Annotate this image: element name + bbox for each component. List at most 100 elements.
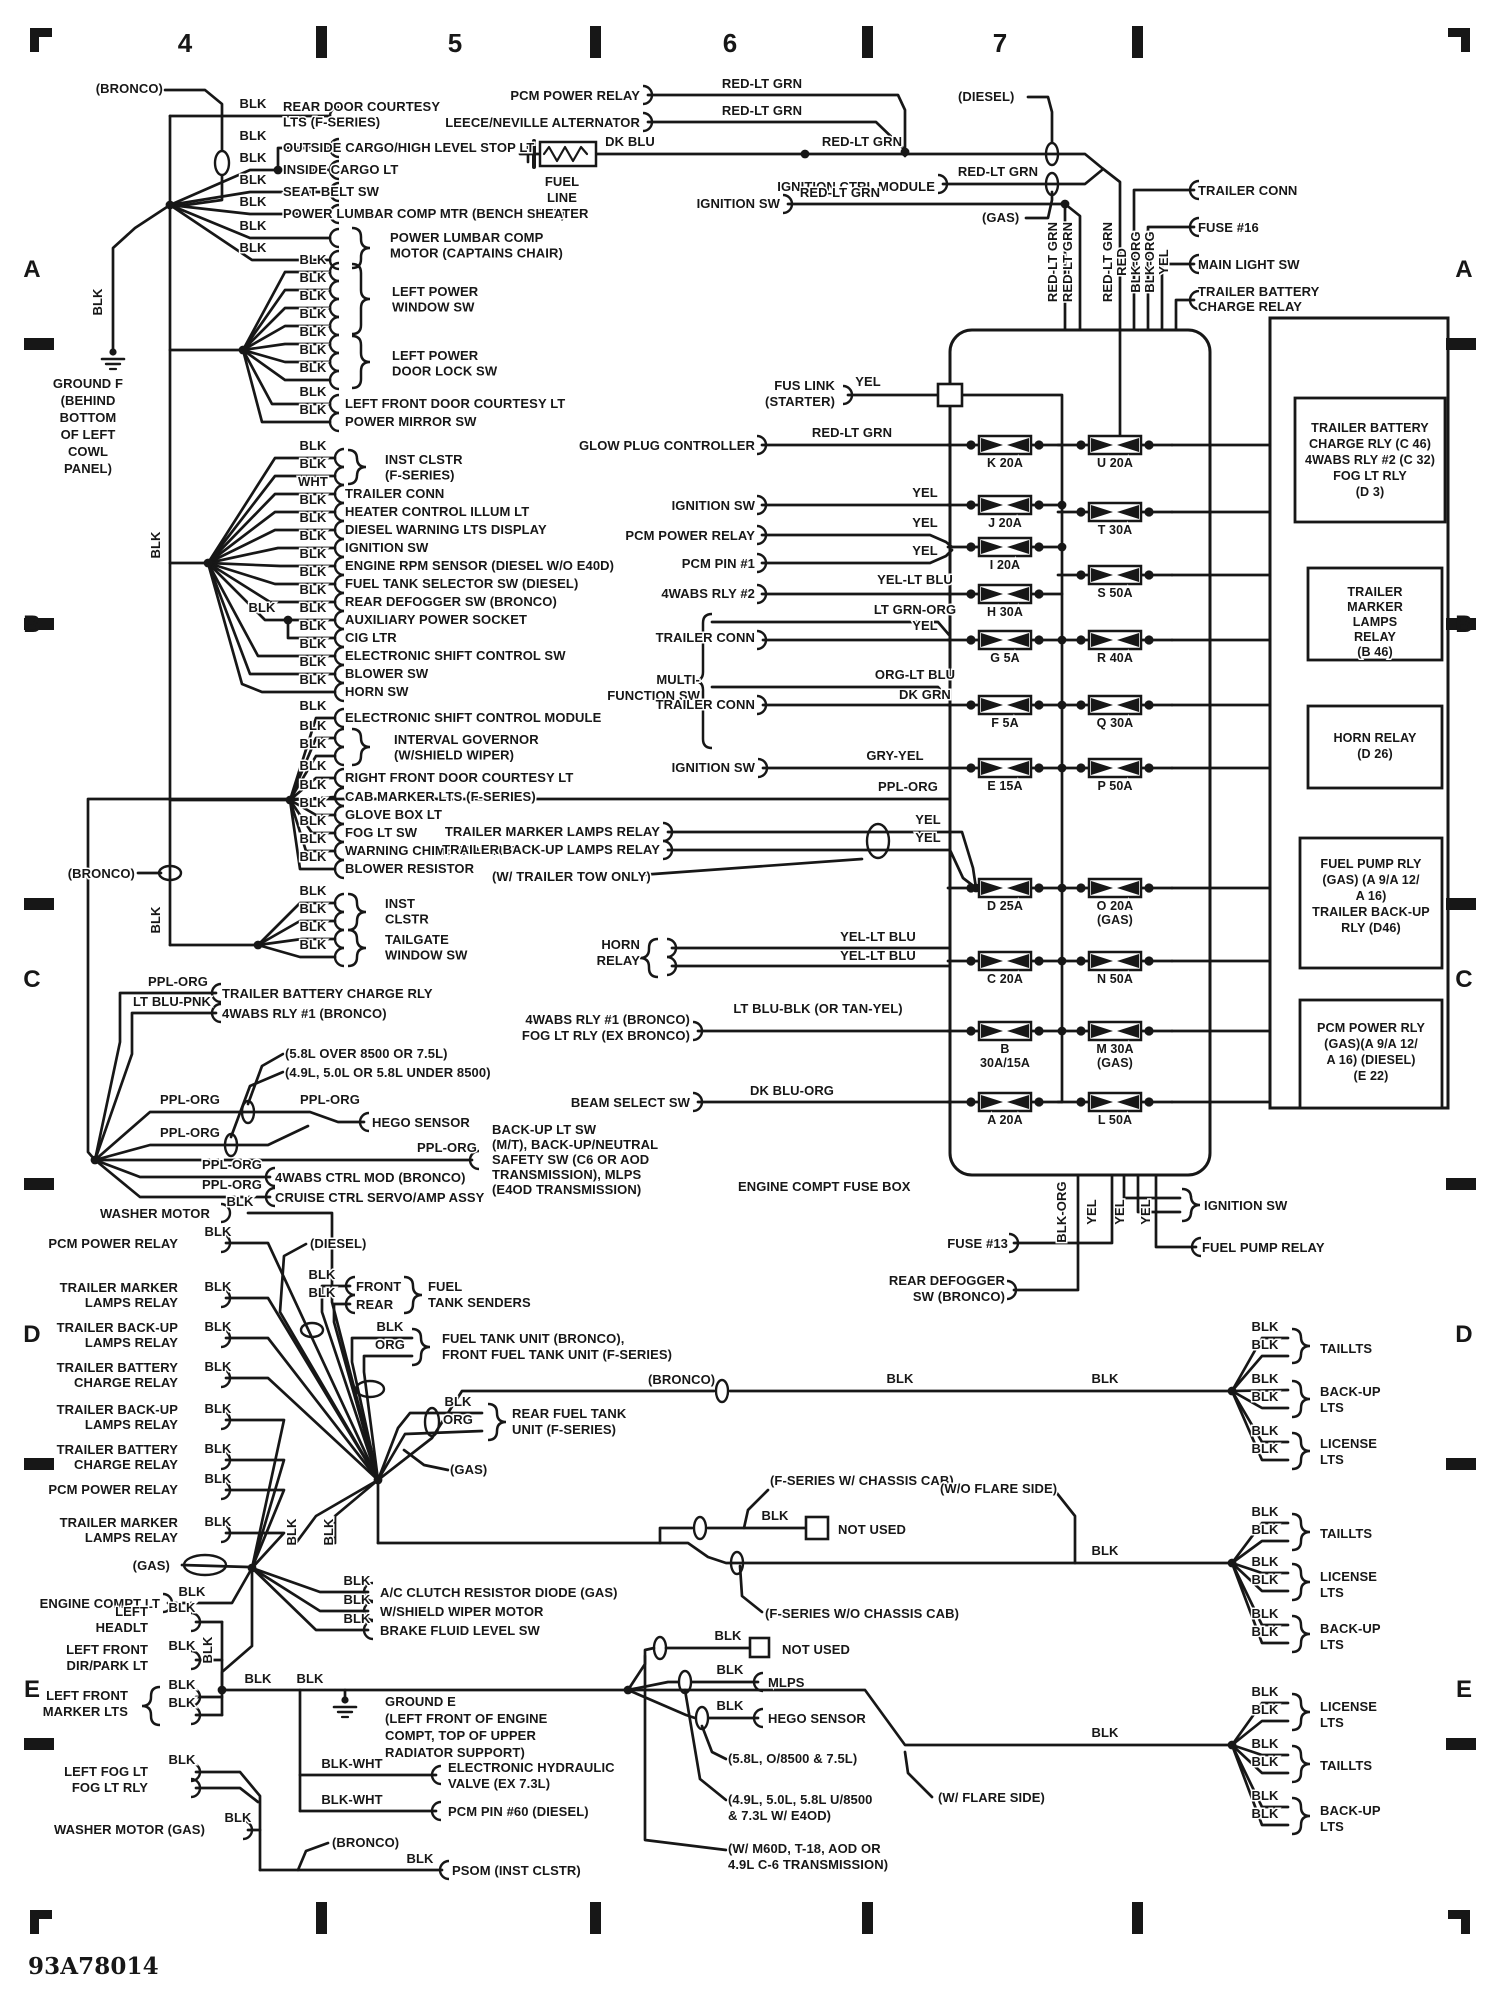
grid-column-number: 5 [448, 28, 463, 58]
fuse-label: E 15A [987, 779, 1022, 793]
junction-dot [90, 1155, 100, 1165]
wire-color-label: BLK [168, 1600, 196, 1615]
wire [1154, 1173, 1198, 1249]
wire-color-label: BLK [299, 342, 327, 357]
wire [1230, 1521, 1290, 1565]
wire-color-label: BLK [239, 96, 267, 111]
component-label: A/C CLUTCH RESISTOR DIODE (GAS) [380, 1585, 618, 1600]
hook [190, 1649, 202, 1671]
hook [842, 384, 854, 406]
wire [224, 1488, 286, 1570]
wire-color-label: BLK [1251, 1371, 1279, 1386]
fuse-element [981, 954, 1003, 968]
fuse-label: H 30A [987, 605, 1023, 619]
wire [286, 618, 337, 640]
wire-color-label: BLK-ORG [1054, 1181, 1069, 1242]
hook [782, 193, 794, 215]
component-label: ELECTRONIC SHIFT CONTROL SW [345, 648, 566, 663]
grid-row-letter: D [1455, 1321, 1472, 1348]
fuse-end-dot [1034, 542, 1044, 552]
brace [1181, 1187, 1201, 1223]
fuse-element [1117, 505, 1139, 519]
grid-row-letter: B [23, 611, 40, 638]
component-label: PCM POWER RELAY [510, 88, 640, 103]
wire [206, 561, 337, 586]
fuse-end-dot [966, 589, 976, 599]
component-label: IGNITION SW [672, 760, 756, 775]
wire-color-label: BLK [168, 1677, 196, 1692]
fuse-icon [977, 877, 1033, 899]
wire [278, 1242, 380, 1482]
hook [358, 1111, 370, 1133]
wire-color-label: PPL-ORG [417, 1140, 477, 1155]
wire [1063, 202, 1082, 332]
wire [224, 1531, 286, 1570]
hook [468, 1149, 480, 1171]
component-label: HEGO SENSOR [372, 1115, 470, 1130]
wire-color-label: BLK [224, 1810, 252, 1825]
component-label: TRAILER BATTERY CHARGE RLY [222, 986, 433, 1001]
wire-color-label: YEL [855, 374, 881, 389]
hook [333, 591, 345, 613]
wire-color-label: BLK [299, 831, 327, 846]
component-label: POWER LUMBAR COMP MTR (BENCH SEAT) [283, 206, 565, 221]
wire [742, 1488, 770, 1530]
connector-icon [223, 1132, 239, 1158]
wire-color-label: GRY-YEL [866, 748, 923, 763]
fuse-end-dot [1076, 883, 1086, 893]
component-label: RIGHT FRONT DOOR COURTESY LT [345, 770, 573, 785]
ground-icon [109, 348, 117, 356]
fuse-label: J 20A [988, 516, 1022, 530]
wire [224, 1418, 286, 1570]
hook [333, 681, 345, 703]
wire [168, 203, 332, 240]
hook [220, 1287, 232, 1309]
wire [1132, 188, 1196, 332]
fuse-end-dot [1034, 635, 1044, 645]
brace [639, 937, 659, 979]
connector-icon [354, 1379, 386, 1399]
wire [241, 348, 332, 424]
fuse-element [1091, 1095, 1113, 1109]
wire-color-label: BLK [204, 1279, 232, 1294]
fuse-end-dot [1034, 440, 1044, 450]
wire [288, 776, 337, 802]
wire-color-label: BLK-WHT [321, 1792, 382, 1807]
component-label: RED-LT GRN [1045, 222, 1060, 302]
hook [692, 1091, 704, 1113]
wire-color-label: BLK [299, 360, 327, 375]
component-label: SEAT BELT SW [283, 184, 380, 199]
wire-color-label: WHT [298, 474, 328, 489]
fuse-end-dot [1034, 1097, 1044, 1107]
wire [86, 797, 952, 1162]
component-label: (GAS) [133, 1558, 170, 1573]
wire [288, 736, 337, 802]
wire [626, 1680, 680, 1692]
component-label: INSIDE CARGO LT [283, 162, 398, 177]
connector-icon [240, 1099, 256, 1125]
corner-mark [1448, 1910, 1470, 1934]
fuse-label: M 30A(GAS) [1096, 1042, 1133, 1070]
fuse-end-dot [1034, 589, 1044, 599]
hook [756, 629, 768, 651]
hook [333, 645, 345, 667]
fuse-element [981, 1095, 1003, 1109]
hook [344, 1293, 356, 1315]
junction-dot [623, 1685, 633, 1695]
wire [646, 120, 907, 152]
wire [1026, 95, 1054, 144]
component-label: PCM PIN #1 [682, 556, 755, 571]
wire-color-label: PPL-ORG [202, 1177, 262, 1192]
hook [692, 1020, 704, 1042]
fuse-end-dot [1144, 635, 1154, 645]
wire [206, 456, 337, 565]
fuse-icon [1087, 757, 1143, 779]
connector-icon [299, 1321, 325, 1339]
